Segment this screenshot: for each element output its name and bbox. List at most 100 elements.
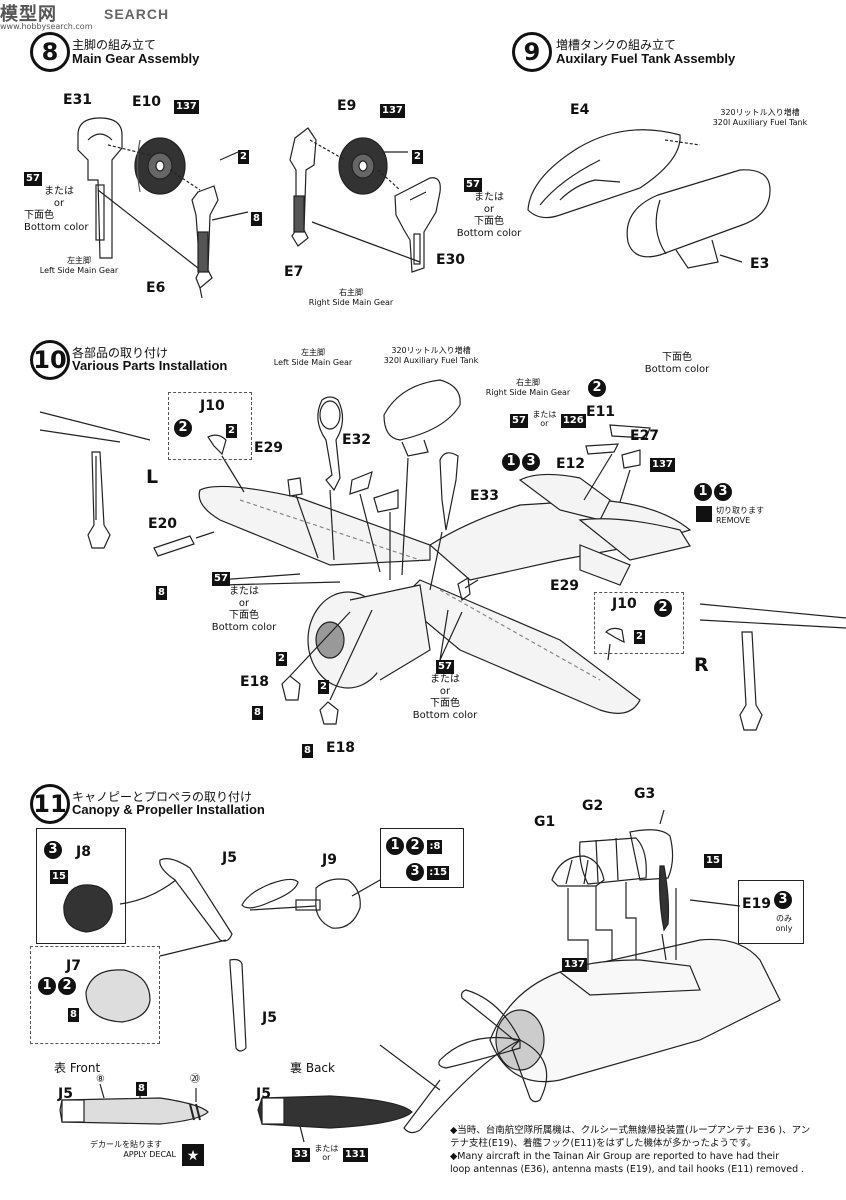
decal-star-icon: ★ bbox=[182, 1144, 204, 1166]
part-g3: G3 bbox=[634, 786, 656, 802]
paint-2-left: 2 bbox=[238, 150, 249, 164]
step-9-title-jp: 増槽タンクの組み立て bbox=[556, 38, 677, 52]
paint-8-left: 8 bbox=[251, 212, 262, 226]
j8-box bbox=[36, 828, 126, 944]
part-e3: E3 bbox=[750, 256, 770, 272]
part-j5-top: J5 bbox=[222, 850, 237, 866]
paint-137-left: 137 bbox=[174, 100, 199, 114]
aircraft-body bbox=[198, 473, 692, 714]
part-e7: E7 bbox=[284, 264, 304, 280]
step-9-number: 9 bbox=[512, 32, 552, 72]
front-label: 表 Front bbox=[54, 1061, 101, 1075]
right-strut-e7 bbox=[289, 127, 317, 247]
fuel-tank-e3 bbox=[626, 169, 771, 269]
part-e18-b: E18 bbox=[326, 740, 356, 756]
part-e12: E12 bbox=[556, 456, 586, 472]
paint-2-j10-left: 2 bbox=[226, 424, 237, 438]
back-label: 裏 Back bbox=[290, 1061, 335, 1075]
part-j10-right: J10 bbox=[612, 596, 637, 612]
part-j9: J9 bbox=[322, 852, 337, 868]
part-e19: E19 bbox=[742, 896, 772, 912]
remove-caption: 切り取ります REMOVE bbox=[716, 506, 764, 525]
canopy-g2 bbox=[579, 837, 647, 885]
watermark-url: www.hobbysearch.com bbox=[0, 22, 93, 31]
fuel-tank-caption-10: 320リットル入り増槽 320l Auxiliary Fuel Tank bbox=[383, 346, 479, 365]
part-e20: E20 bbox=[148, 516, 178, 532]
part-e31: E31 bbox=[63, 92, 93, 108]
step-10-title-jp: 各部品の取り付け bbox=[72, 346, 169, 360]
part-e9: E9 bbox=[337, 98, 357, 114]
part-e27: E27 bbox=[630, 428, 660, 444]
side-gear-right bbox=[739, 631, 763, 731]
part-e30: E30 bbox=[436, 252, 466, 268]
part-j5-back: J5 bbox=[256, 1086, 271, 1102]
j9-paint-box bbox=[380, 828, 464, 888]
part-g1: G1 bbox=[534, 814, 556, 830]
paint-15-antenna: 15 bbox=[704, 854, 722, 868]
e19-box bbox=[738, 880, 804, 944]
left-gear-caption: 左主脚 Left Side Main Gear bbox=[39, 256, 119, 275]
paint-8-e20: 8 bbox=[156, 586, 167, 600]
paint-8-j7: 8 bbox=[68, 1008, 79, 1022]
right-gear-caption: 右主脚 Right Side Main Gear bbox=[308, 288, 394, 307]
left-gear-caption-10: 左主脚 Left Side Main Gear bbox=[273, 348, 353, 367]
paint-137-canopy: 137 bbox=[562, 958, 587, 972]
paint-8-front: 8 bbox=[136, 1082, 147, 1096]
paint-2-circle-j10-left: 2 bbox=[174, 418, 192, 437]
part-e29-right: E29 bbox=[550, 578, 580, 594]
decal-8-marker: ⑧ bbox=[96, 1074, 105, 1085]
part-e29-left: E29 bbox=[254, 440, 284, 456]
decal-20-marker: ⑳ bbox=[190, 1074, 200, 1085]
right-gear-caption-10: 右主脚 Right Side Main Gear bbox=[485, 378, 571, 397]
step-11-title-en: Canopy & Propeller Installation bbox=[72, 802, 265, 817]
fuselage bbox=[489, 938, 781, 1083]
part-e32: E32 bbox=[342, 432, 372, 448]
paint-2-circle-e11: 2 bbox=[588, 378, 606, 397]
part-g2: G2 bbox=[582, 798, 604, 814]
paint-137-right: 137 bbox=[380, 104, 405, 118]
step-11-title-jp: キャノピーとプロペラの取り付け bbox=[72, 790, 253, 804]
watermark-search: SEARCH bbox=[104, 6, 170, 22]
side-gear-left bbox=[87, 451, 111, 549]
paint-8-e18-a: 8 bbox=[252, 706, 263, 720]
right-wheel-e9 bbox=[338, 137, 388, 195]
step-8-number: 8 bbox=[30, 32, 70, 72]
spinner-hub-j9 bbox=[295, 878, 381, 929]
fuel-tank-caption: 320リットル入り増槽 320l Auxiliary Fuel Tank bbox=[712, 108, 808, 127]
paint-3-circle-j9: 3 :15 bbox=[406, 862, 450, 881]
part-j8: J8 bbox=[76, 844, 91, 860]
watermark-logo: 模型网 bbox=[0, 4, 57, 25]
right-gear-door-e30 bbox=[394, 177, 441, 273]
only-caption: のみ only bbox=[775, 914, 793, 933]
paint-callout-57-bottom: 57 または or 下面色 Bottom color bbox=[412, 660, 478, 721]
prop-blade-j5-c bbox=[229, 958, 247, 1052]
step-10-title-en: Various Parts Installation bbox=[72, 358, 228, 373]
paint-2-circle-j10-right: 2 bbox=[654, 598, 672, 617]
part-j5-bottom: J5 bbox=[262, 1010, 277, 1026]
paint-callout-left: 57 または or 下面色 Bottom color bbox=[24, 172, 89, 233]
step-11-number: 11 bbox=[30, 784, 70, 824]
prop-blade-j5-b bbox=[241, 878, 299, 909]
apply-decal-caption: デカールを貼ります APPLY DECAL bbox=[90, 1140, 176, 1159]
paint-2-j10-right: 2 bbox=[634, 630, 645, 644]
j10-right-box bbox=[594, 592, 684, 654]
step-10-number: 10 bbox=[30, 340, 70, 380]
paint-3-circle-e19: 3 bbox=[774, 890, 792, 909]
paint-3-circle-j8: 3 bbox=[44, 840, 62, 859]
part-j10-left: J10 bbox=[200, 398, 225, 414]
step-8-title-en: Main Gear Assembly bbox=[72, 51, 200, 66]
part-j5-front: J5 bbox=[58, 1086, 73, 1102]
side-label-l: L bbox=[146, 466, 159, 488]
fuel-tank-e4 bbox=[527, 129, 681, 219]
left-wheel-e10 bbox=[134, 137, 186, 195]
part-e10: E10 bbox=[132, 94, 162, 110]
side-label-r: R bbox=[694, 654, 709, 676]
canopy-g3 bbox=[629, 829, 674, 881]
j10-left-box bbox=[168, 392, 252, 460]
prop-blade-j5-a bbox=[159, 858, 233, 942]
paint-callout-57-left: 57 または or 下面色 Bottom color bbox=[211, 572, 277, 633]
